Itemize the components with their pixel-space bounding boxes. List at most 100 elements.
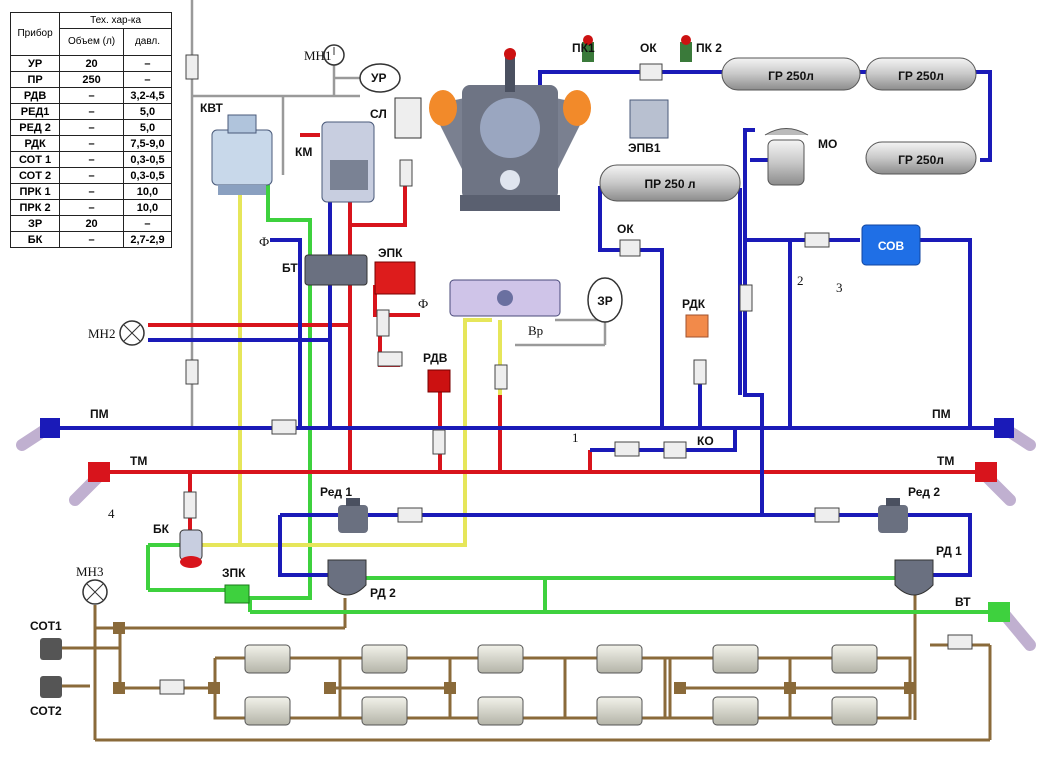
table-row: РЕД1–5,0 <box>9 103 173 120</box>
gauge-mn3 <box>82 579 108 605</box>
bt-device <box>304 254 368 286</box>
ur-tank <box>359 63 401 93</box>
cell-volume: – <box>59 199 124 216</box>
cell-volume: 20 <box>59 55 124 72</box>
cell-device: БК <box>9 231 61 248</box>
safety-valve-pk2 <box>680 35 692 62</box>
cell-volume: – <box>59 103 124 120</box>
pm-right-label: ПМ <box>932 407 951 421</box>
vt-label: ВТ <box>955 595 971 609</box>
phi2-label: Ф <box>418 296 428 311</box>
zr-tank <box>587 277 623 323</box>
hose-tm-left <box>69 462 110 506</box>
col-volume-header: Объем (л) <box>59 28 124 56</box>
ok-mid-label: ОК <box>617 222 634 236</box>
kvt-device <box>211 114 273 195</box>
rdk-box <box>685 314 709 338</box>
num3-label: 3 <box>836 280 843 295</box>
cell-pressure: 2,7-2,9 <box>122 231 173 248</box>
tank-gr2: ГР 250л <box>865 57 977 91</box>
tank-gr1: ГР 250л <box>721 57 861 91</box>
gauge-mn2 <box>119 320 145 346</box>
col-device-header: Прибор <box>9 12 61 56</box>
gr2-label: ГР 250л <box>898 69 944 83</box>
cell-volume: – <box>59 167 124 184</box>
cell-device: ПР <box>9 71 61 88</box>
gauge-mn1 <box>323 44 345 66</box>
sot1-device <box>40 638 62 660</box>
table-row: СОТ 2–0,3-0,5 <box>9 167 173 184</box>
ko-label: КО <box>697 434 714 448</box>
rd2-label: РД 2 <box>370 586 396 600</box>
zpk-label: ЗПК <box>222 566 246 580</box>
num1-label: 1 <box>572 430 579 445</box>
rd1-label: РД 1 <box>936 544 962 558</box>
safety-valve-pk1 <box>582 35 594 62</box>
epv1-device <box>629 99 669 139</box>
tank-pr: ПР 250 л <box>599 164 741 202</box>
km-device <box>321 121 375 203</box>
vr-label: Вр <box>528 323 543 338</box>
gr3-label: ГР 250л <box>898 153 944 167</box>
green-supply-lines <box>146 185 990 614</box>
num2-label: 2 <box>797 273 804 288</box>
table-row: РДВ–3,2-4,5 <box>9 87 173 104</box>
col-pressure-header: давл. <box>122 28 173 56</box>
air-distributor-vr <box>449 279 561 317</box>
table-header-row: Прибор Тех. хар-ка <box>9 12 172 56</box>
table-row: РЕД 2–5,0 <box>9 119 173 136</box>
cell-pressure: – <box>122 215 173 232</box>
ur-label: УР <box>371 71 386 85</box>
cell-device: УР <box>9 55 61 72</box>
hose-vt <box>988 602 1036 651</box>
num4-label: 4 <box>108 506 115 521</box>
moisture-separator <box>764 128 809 186</box>
cell-device: СОТ 2 <box>9 167 61 184</box>
cell-device: РДВ <box>9 87 61 104</box>
tm-right-label: ТМ <box>937 454 954 468</box>
hose-tm-right <box>975 462 1016 506</box>
junctions <box>113 622 916 694</box>
tank-gr3: ГР 250л <box>865 141 977 175</box>
cell-device: ПРК 2 <box>9 199 61 216</box>
relay-rd1 <box>894 559 934 596</box>
table-row: РДК–7,5-9,0 <box>9 135 173 152</box>
mn1-label: МН1 <box>304 48 331 63</box>
rdk-label: РДК <box>682 297 706 311</box>
relay-rd2 <box>327 559 367 596</box>
kvt-label: КВТ <box>200 101 224 115</box>
cell-pressure: – <box>122 71 173 88</box>
cell-volume: – <box>59 231 124 248</box>
group-header: Тех. хар-ка <box>59 12 172 29</box>
cell-pressure: 3,2-4,5 <box>122 87 173 104</box>
bk-device <box>179 529 203 561</box>
bk-bottom <box>180 556 202 568</box>
sl-device <box>394 97 422 139</box>
cell-volume: – <box>59 87 124 104</box>
table-row: БК–2,7-2,9 <box>9 231 173 248</box>
pk2-label: ПК 2 <box>696 41 722 55</box>
cell-device: РЕД 2 <box>9 119 61 136</box>
cell-pressure: 10,0 <box>122 199 173 216</box>
cell-device: СОТ 1 <box>9 151 61 168</box>
reducer-red1 <box>338 498 368 533</box>
km-label: КМ <box>295 145 312 159</box>
cell-pressure: 10,0 <box>122 183 173 200</box>
sov-box <box>861 224 921 266</box>
tm-left-label: ТМ <box>130 454 147 468</box>
mo-label: МО <box>818 137 837 151</box>
epk-label: ЭПК <box>378 246 403 260</box>
bt-label: БТ <box>282 261 298 275</box>
cell-pressure: 0,3-0,5 <box>122 167 173 184</box>
sl-label: СЛ <box>370 107 387 121</box>
cell-volume: – <box>59 151 124 168</box>
phi1-label: Ф <box>259 234 269 249</box>
pm-left-label: ПМ <box>90 407 109 421</box>
table-row: СОТ 1–0,3-0,5 <box>9 151 173 168</box>
sot1-label: СОТ1 <box>30 619 62 633</box>
red1-label: Ред 1 <box>320 485 352 499</box>
